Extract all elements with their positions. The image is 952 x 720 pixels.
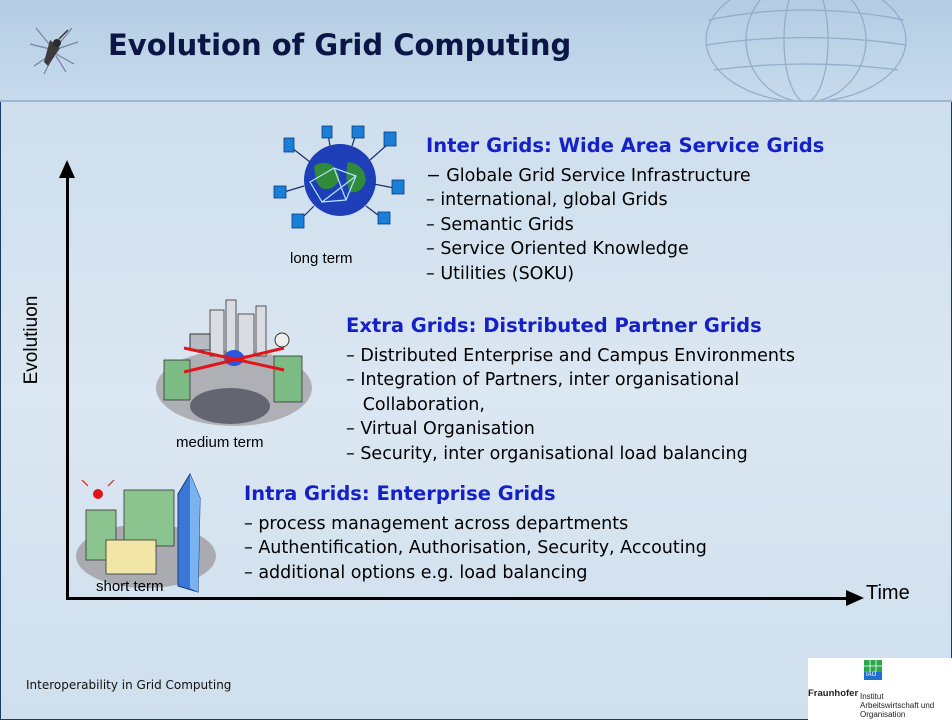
globe-network-icon — [273, 125, 405, 229]
x-axis — [66, 597, 850, 600]
iao-logo-mark — [864, 660, 882, 680]
bullet-item: – Semantic Grids — [426, 214, 574, 235]
enterprise-buildings-icon — [76, 472, 216, 593]
bullet-item: – international, global Grids — [426, 190, 668, 211]
logo-line: Organisation — [860, 710, 906, 719]
logo-institute-text: Institut Arbeitswirtschaft und Organisat… — [860, 692, 934, 719]
bullet-item: − Globale Grid Service Infrastructure — [426, 166, 751, 186]
footer-text: Interoperability in Grid Computing — [26, 678, 232, 692]
bullet-item: – Integration of Partners, inter organis… — [346, 370, 740, 391]
bullet-list: − Globale Grid Service Infrastructure – … — [426, 164, 751, 286]
y-axis — [66, 176, 69, 600]
mosquito-icon — [29, 27, 79, 75]
bullet-item: – process management across departments — [244, 514, 629, 534]
city-network-icon — [156, 299, 312, 426]
y-axis-arrowhead — [59, 160, 75, 178]
term-label: long term — [290, 250, 353, 267]
header-divider — [0, 100, 952, 102]
logo-mark-text: IAO — [866, 672, 877, 678]
bullet-list: – process management across departments … — [244, 512, 707, 585]
globe-watermark-icon — [705, 0, 907, 100]
bullet-item: – Security, inter organisational load ba… — [346, 443, 748, 464]
bullet-item: – Service Oriented Knowledge — [426, 239, 689, 260]
slide-header: Evolution of Grid Computing — [0, 0, 952, 100]
bullet-item: – Utilities (SOKU) — [426, 263, 575, 284]
bullet-item: – Distributed Enterprise and Campus Envi… — [346, 346, 795, 366]
bullet-list: – Distributed Enterprise and Campus Envi… — [346, 344, 795, 466]
y-axis-label: Evolutiuon — [21, 295, 42, 385]
logo-line: Arbeitswirtschaft und — [860, 701, 935, 710]
section-title: Extra Grids: Distributed Partner Grids — [346, 314, 762, 337]
logo-brand: Fraunhofer — [808, 688, 859, 699]
term-label: medium term — [176, 434, 264, 451]
term-label: short term — [96, 578, 164, 595]
x-axis-label: Time — [866, 582, 910, 604]
fraunhofer-logo: IAO Fraunhofer Institut Arbeitswirtschaf… — [808, 658, 952, 720]
bullet-item: – Virtual Organisation — [346, 419, 535, 440]
bullet-item: – additional options e.g. load balancing — [244, 562, 588, 583]
slide-title: Evolution of Grid Computing — [108, 28, 572, 62]
section-title: Intra Grids: Enterprise Grids — [244, 482, 556, 505]
section-title: Inter Grids: Wide Area Service Grids — [426, 134, 825, 157]
x-axis-arrowhead — [846, 590, 864, 606]
logo-line: Institut — [860, 692, 884, 701]
bullet-item: – Authentification, Authorisation, Secur… — [244, 538, 707, 559]
bullet-item: Collaboration, — [346, 394, 485, 415]
